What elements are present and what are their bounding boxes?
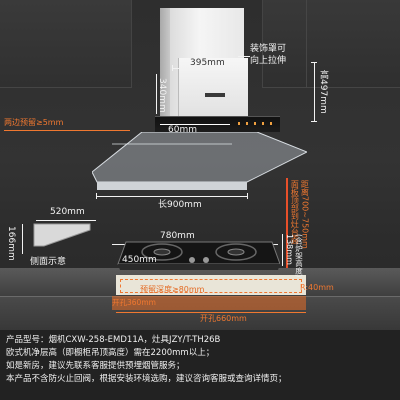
- control-panel-indicators: [238, 122, 276, 125]
- cutout-outline: [120, 279, 302, 293]
- hood-height-label: 高497mm: [318, 70, 328, 114]
- cabinet-seam: [306, 0, 307, 88]
- side-profile-shape: [33, 223, 91, 247]
- body-width-line: [96, 196, 248, 197]
- cutout-width-line: [116, 312, 306, 313]
- hood-stove-distance-label-1: 面板顶部到灶台面: [290, 180, 300, 244]
- chimney-width-tick-left: [172, 65, 173, 71]
- corner-radius-label: R:40mm: [300, 283, 334, 292]
- stove-height-line: [282, 234, 283, 266]
- hood-stove-distance-label-2: 距离700~750mm: [300, 180, 310, 249]
- stove-width-label: 780mm: [160, 231, 195, 241]
- chimney-depth-line: [156, 74, 157, 114]
- side-width-label: 520mm: [50, 207, 85, 217]
- model-info: 产品型号：烟机CXW-258-EMD11A，灶具JZY/T-TH26B: [6, 335, 221, 345]
- hood-height-line: [314, 62, 315, 122]
- upper-cabinet-right: [262, 0, 400, 88]
- upper-cabinet-left: [0, 0, 132, 88]
- cutout-width-label: 开孔660mm: [200, 314, 247, 323]
- hood-height-tick-bottom: [311, 121, 317, 122]
- hood-stove-distance-line: [286, 178, 288, 268]
- decor-cover-label-2: 向上拉伸: [250, 56, 287, 66]
- body-width-label: 长900mm: [158, 200, 202, 210]
- panel-width-label: 60mm: [168, 125, 197, 135]
- side-clearance-label: 两边预留≥5mm: [4, 118, 64, 127]
- glass-canopy: [92, 132, 307, 190]
- chimney-depth-label: 340mm: [157, 78, 167, 113]
- panel-width-line: [160, 124, 230, 125]
- body-width-tick-left: [96, 193, 97, 199]
- reserve-depth-band: [112, 296, 306, 310]
- info-panel: [0, 330, 400, 400]
- chimney-width-label: 395mm: [190, 58, 225, 68]
- body-width-tick-right: [247, 193, 248, 199]
- gas-stove: [117, 241, 280, 270]
- stove-height-label: 138mm: [285, 234, 294, 265]
- chimney-width-tick-right: [243, 65, 244, 71]
- chimney-width-line: [172, 68, 244, 69]
- hood-chimney-lower: [178, 58, 248, 116]
- stove-height-note: (含炉架高度): [294, 234, 304, 278]
- side-width-line: [36, 220, 96, 221]
- side-view-caption: 侧面示意: [30, 257, 67, 267]
- new-house-note: 如是新房，建议先联系客服提供预埋烟管服务；: [6, 361, 185, 371]
- brand-logo: [205, 93, 225, 97]
- side-height-line: [22, 224, 23, 254]
- cutout-area: [116, 275, 306, 295]
- side-height-label: 166mm: [6, 226, 16, 261]
- hood-height-tick-top: [311, 62, 317, 63]
- ceiling-height-note: 欧式机净层高（即橱柜吊顶高度）需在2200mm以上；: [6, 348, 215, 358]
- chimney-side: [160, 8, 172, 116]
- stove-depth-label: 450mm: [122, 255, 157, 265]
- decor-cover-label-1: 装饰罩可: [250, 44, 287, 54]
- side-clearance-underline: [4, 130, 130, 131]
- reserve-depth-label: 预留深度≥80mm: [140, 285, 205, 294]
- cutout-depth-label: 开孔360mm: [112, 298, 156, 307]
- decor-cover-pointer: [238, 56, 250, 57]
- check-valve-note: 本产品不含防火止回阀，根据安装环境选购，建议咨询客服或查询详情页；: [6, 374, 287, 384]
